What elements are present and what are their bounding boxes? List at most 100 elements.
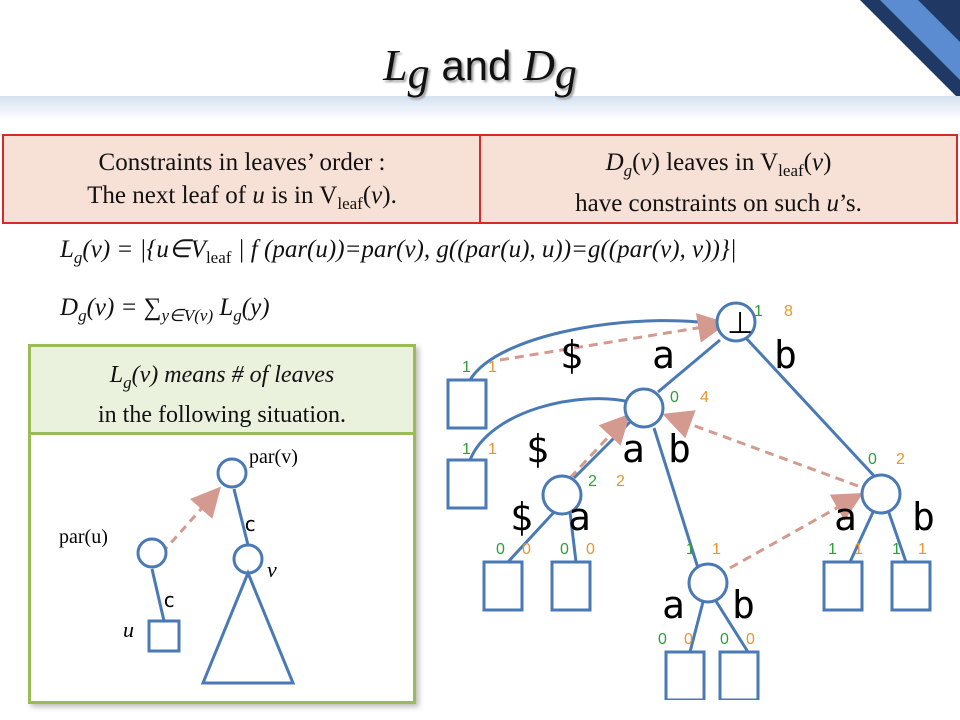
edge-n1-n4 <box>652 427 700 569</box>
node-root <box>715 301 757 343</box>
title-l-sub: g <box>407 48 430 98</box>
edge-label-n3-dollar: $ <box>510 495 533 539</box>
dg-formula: Dg(v) = ∑y∈V(v) Lg(y) <box>60 294 270 325</box>
arrow-leaf-top-root <box>499 313 728 362</box>
edge-label-root-a: a <box>652 333 675 377</box>
leaf-n3-1 <box>482 560 524 612</box>
arrow-n5-n1 <box>662 410 859 488</box>
count-n5-child-4: 1 <box>918 541 927 558</box>
count-n5-child-1: 1 <box>828 541 837 558</box>
edge-label-n1-dollar: $ <box>526 427 549 471</box>
panel-label-v: v <box>267 557 277 582</box>
count-leaf-top-right: 1 <box>488 359 497 376</box>
panel-node-par-u <box>136 537 168 569</box>
panel-label-c-left: c <box>163 588 175 612</box>
count-n1-left: 0 <box>670 389 679 406</box>
edge-label-n1-b: b <box>668 427 691 471</box>
count-n4-above-left: 1 <box>686 541 695 558</box>
edge-label-n4-a: a <box>662 583 685 627</box>
leaf-n4-1 <box>664 650 706 700</box>
leaf-n5-1 <box>822 560 864 612</box>
count-leaf-mid-right: 1 <box>488 441 497 458</box>
count-n5-left: 0 <box>868 451 877 468</box>
count-leaf-top-left: 1 <box>462 359 471 376</box>
edge-label-n5-b: b <box>912 495 935 539</box>
constraint-left-line1: Constraints in leaves’ order : <box>98 149 386 176</box>
count-n5-child-2: 1 <box>854 541 863 558</box>
panel-subtree <box>200 569 296 685</box>
arrow-n4-n5 <box>729 493 864 570</box>
edge-label-n1-a: a <box>622 427 645 471</box>
panel-heading-line2: in the following situation. <box>98 402 346 428</box>
constraint-right-line2: have constraints on such u’s. <box>575 190 862 217</box>
count-n3-left: 2 <box>588 473 597 490</box>
panel-heading: Lg(v) means # of leaves in the following… <box>31 347 413 435</box>
constraint-right-line1: Dg(v) leaves in Vleaf(v) <box>605 149 832 180</box>
panel-edge-u <box>150 568 166 622</box>
count-n3-child-3: 0 <box>560 541 569 558</box>
panel-diagram: par(v) par(u) c c v u <box>59 446 298 685</box>
edge-label-n4-b: b <box>732 583 755 627</box>
count-root-left: 1 <box>754 303 763 320</box>
edge-label-root-dollar: $ <box>560 333 583 377</box>
title-d: D <box>523 41 555 90</box>
edge-n4-leaf1 <box>688 597 706 653</box>
count-n3-child-1: 0 <box>496 541 505 558</box>
panel-edge-v <box>232 488 250 546</box>
count-n4-child-1: 0 <box>658 631 667 648</box>
edge-n5-leaf1 <box>848 509 876 563</box>
tree-edges <box>468 319 908 653</box>
count-n1-right: 4 <box>700 389 709 406</box>
leaf-n5-2 <box>890 560 932 612</box>
slide-title: Lg and Dg <box>0 40 960 99</box>
title-l: L <box>383 41 408 90</box>
count-n5-child-3: 1 <box>892 541 901 558</box>
explanation-panel: Lg(v) means # of leaves in the following… <box>28 344 416 704</box>
node-n4 <box>687 562 729 604</box>
panel-leaf-u <box>147 619 181 653</box>
panel-heading-line1: Lg(v) means # of leaves <box>109 362 335 392</box>
edge-label-n5-a: a <box>834 495 857 539</box>
edge-labels: $ a b $ a b $ a a b a b <box>510 333 935 627</box>
count-n4-child-3: 0 <box>720 631 729 648</box>
count-n4-child-2: 0 <box>684 631 693 648</box>
node-n5 <box>860 473 902 515</box>
edge-label-n3-a: a <box>568 495 591 539</box>
constraint-box-right: Dg(v) leaves in Vleaf(v) have constraint… <box>479 134 958 224</box>
root-symbol: ⊥ <box>727 307 753 340</box>
edge-root-leaf-top <box>468 319 727 381</box>
leaf-mid <box>446 458 488 510</box>
edge-root-n1 <box>657 338 721 394</box>
node-n3 <box>541 474 583 516</box>
edge-n1-leaf-mid <box>468 397 631 461</box>
panel-label-par-u: par(u) <box>59 526 108 548</box>
count-n3-child-2: 0 <box>522 541 531 558</box>
count-leaf-mid-left: 1 <box>462 441 471 458</box>
node-n1 <box>623 387 665 429</box>
count-n5-right: 2 <box>896 451 905 468</box>
edge-root-n5 <box>744 336 878 480</box>
tree-nodes <box>541 301 902 604</box>
panel-label-par-v: par(v) <box>249 446 298 468</box>
count-n4-above-right: 1 <box>712 541 721 558</box>
panel-dashed-arrow <box>160 486 221 554</box>
tree-leaves <box>446 378 932 700</box>
tree-dashed-arrows <box>499 313 864 570</box>
count-n3-child-4: 0 <box>586 541 595 558</box>
leaf-n3-2 <box>550 560 592 612</box>
count-n4-child-4: 0 <box>746 631 755 648</box>
leaf-n4-2 <box>718 650 760 700</box>
edge-n3-leaf2 <box>568 511 578 563</box>
panel-label-c-right: c <box>244 512 256 536</box>
panel-node-par-v <box>216 457 248 489</box>
panel-label-u: u <box>123 617 134 642</box>
corner-decoration <box>860 0 960 100</box>
leaf-top <box>446 378 488 430</box>
edge-n3-leaf1 <box>506 508 558 564</box>
tree-diagram: ⊥ $ a b $ a b $ a a b a b 1 8 0 4 2 2 0 … <box>446 301 935 700</box>
count-n3-right: 2 <box>616 473 625 490</box>
title-underline-bar <box>0 96 960 120</box>
count-root-right: 8 <box>784 303 793 320</box>
title-d-sub: g <box>554 48 577 98</box>
arrow-n3-n1 <box>568 413 631 480</box>
